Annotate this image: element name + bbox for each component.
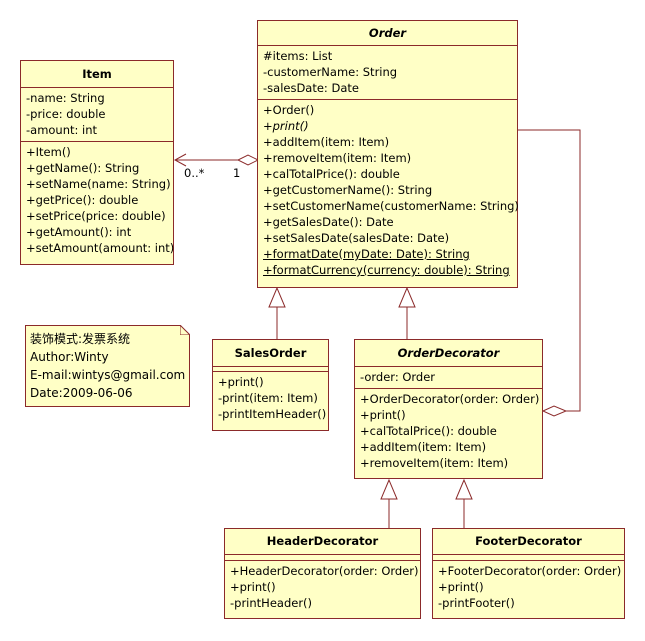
- note-author: Author:Winty: [30, 350, 109, 364]
- class-footerdecorator[interactable]: FooterDecorator +FooterDecorator(order: …: [432, 528, 625, 619]
- generalization-headerdecorator-arrow: [380, 478, 398, 500]
- class-order-attributes: #items: List -customerName: String -sale…: [258, 46, 517, 100]
- operation: -printHeader(): [230, 596, 313, 610]
- operation: +setName(name: String): [26, 177, 171, 191]
- operation: +print(): [218, 375, 264, 389]
- class-order[interactable]: Order #items: List -customerName: String…: [257, 20, 519, 288]
- class-salesorder-operations: +print() -print(item: Item) -printItemHe…: [213, 372, 328, 425]
- attribute: -customerName: String: [263, 65, 398, 79]
- class-item-name: Item: [21, 61, 173, 88]
- class-orderdecorator-attributes: -order: Order: [355, 367, 542, 389]
- operation: +calTotalPrice(): double: [360, 424, 497, 438]
- operation: -printItemHeader(): [218, 407, 327, 421]
- operation: +setSalesDate(salesDate: Date): [263, 231, 450, 245]
- operation: +getCustomerName(): String: [263, 183, 433, 197]
- operation: +setAmount(amount: int): [26, 241, 175, 255]
- operation: +addItem(item: Item): [360, 440, 487, 454]
- class-salesorder[interactable]: SalesOrder +print() -print(item: Item) -…: [212, 339, 329, 431]
- class-headerdecorator-operations: +HeaderDecorator(order: Order) +print() …: [225, 561, 420, 614]
- operation: +print(): [263, 119, 309, 133]
- class-order-operations: +Order() +print() +addItem(item: Item) +…: [258, 100, 519, 281]
- class-salesorder-name: SalesOrder: [213, 340, 328, 367]
- note-fold-corner: [180, 325, 190, 335]
- note: 装饰模式:发票系统 Author:Winty E-mail:wintys@gma…: [25, 325, 190, 407]
- operation: +FooterDecorator(order: Order): [438, 564, 622, 578]
- operation: +addItem(item: Item): [263, 135, 390, 149]
- operation: +formatDate(myDate: Date): String: [263, 247, 470, 261]
- operation: +getName(): String: [26, 161, 140, 175]
- multiplicity-item: 0..*: [184, 166, 205, 180]
- class-headerdecorator[interactable]: HeaderDecorator +HeaderDecorator(order: …: [224, 528, 421, 619]
- operation: +OrderDecorator(order: Order): [360, 392, 540, 406]
- note-title: 装饰模式:发票系统: [30, 332, 131, 346]
- operation: +setPrice(price: double): [26, 209, 166, 223]
- class-footerdecorator-operations: +FooterDecorator(order: Order) +print() …: [433, 561, 624, 614]
- operation: +getPrice(): double: [26, 193, 139, 207]
- note-date: Date:2009-06-06: [30, 386, 133, 400]
- operation: +Order(): [263, 103, 315, 117]
- generalization-orderdecorator-arrow: [398, 286, 416, 308]
- operation: +removeItem(item: Item): [263, 151, 412, 165]
- generalization-footerdecorator-arrow: [455, 478, 473, 500]
- attribute: -order: Order: [360, 370, 436, 384]
- operation: +formatCurrency(currency: double): Strin…: [263, 263, 510, 277]
- aggregation-diamond: [236, 154, 260, 166]
- attribute: #items: List: [263, 49, 333, 63]
- attribute: -salesDate: Date: [263, 81, 359, 95]
- operation: +Item(): [26, 145, 71, 159]
- class-orderdecorator[interactable]: OrderDecorator -order: Order +OrderDecor…: [354, 339, 543, 479]
- operation: +print(): [360, 408, 406, 422]
- class-footerdecorator-attributes: [433, 555, 624, 561]
- note-email: E-mail:wintys@gmail.com: [30, 368, 186, 382]
- class-footerdecorator-name: FooterDecorator: [433, 529, 624, 555]
- operation: +removeItem(item: Item): [360, 456, 509, 470]
- aggregation-decorator-order-line: [518, 129, 581, 412]
- class-item-operations: +Item() +getName(): String +setName(name…: [21, 142, 175, 259]
- operation: +getAmount(): int: [26, 225, 132, 239]
- class-orderdecorator-operations: +OrderDecorator(order: Order) +print() +…: [355, 389, 542, 474]
- class-item[interactable]: Item -name: String -price: double -amoun…: [20, 60, 174, 265]
- navigation-arrow-head: [173, 153, 187, 167]
- class-item-attributes: -name: String -price: double -amount: in…: [21, 88, 173, 142]
- operation: +print(): [230, 580, 276, 594]
- operation: +HeaderDecorator(order: Order): [230, 564, 419, 578]
- class-headerdecorator-name: HeaderDecorator: [225, 529, 420, 555]
- operation: +print(): [438, 580, 484, 594]
- operation: -printFooter(): [438, 596, 515, 610]
- operation: +setCustomerName(customerName: String): [263, 199, 519, 213]
- operation: -print(item: Item): [218, 391, 318, 405]
- class-salesorder-attributes: [213, 367, 328, 372]
- attribute: -price: double: [26, 107, 106, 121]
- aggregation-decorator-diamond: [541, 405, 568, 417]
- operation: +getSalesDate(): Date: [263, 215, 394, 229]
- attribute: -name: String: [26, 91, 105, 105]
- generalization-salesorder-arrow: [268, 286, 286, 308]
- class-order-name: Order: [258, 21, 517, 46]
- class-headerdecorator-attributes: [225, 555, 420, 561]
- multiplicity-order: 1: [233, 166, 241, 180]
- attribute: -amount: int: [26, 123, 98, 137]
- class-orderdecorator-name: OrderDecorator: [355, 340, 542, 367]
- operation: +calTotalPrice(): double: [263, 167, 400, 181]
